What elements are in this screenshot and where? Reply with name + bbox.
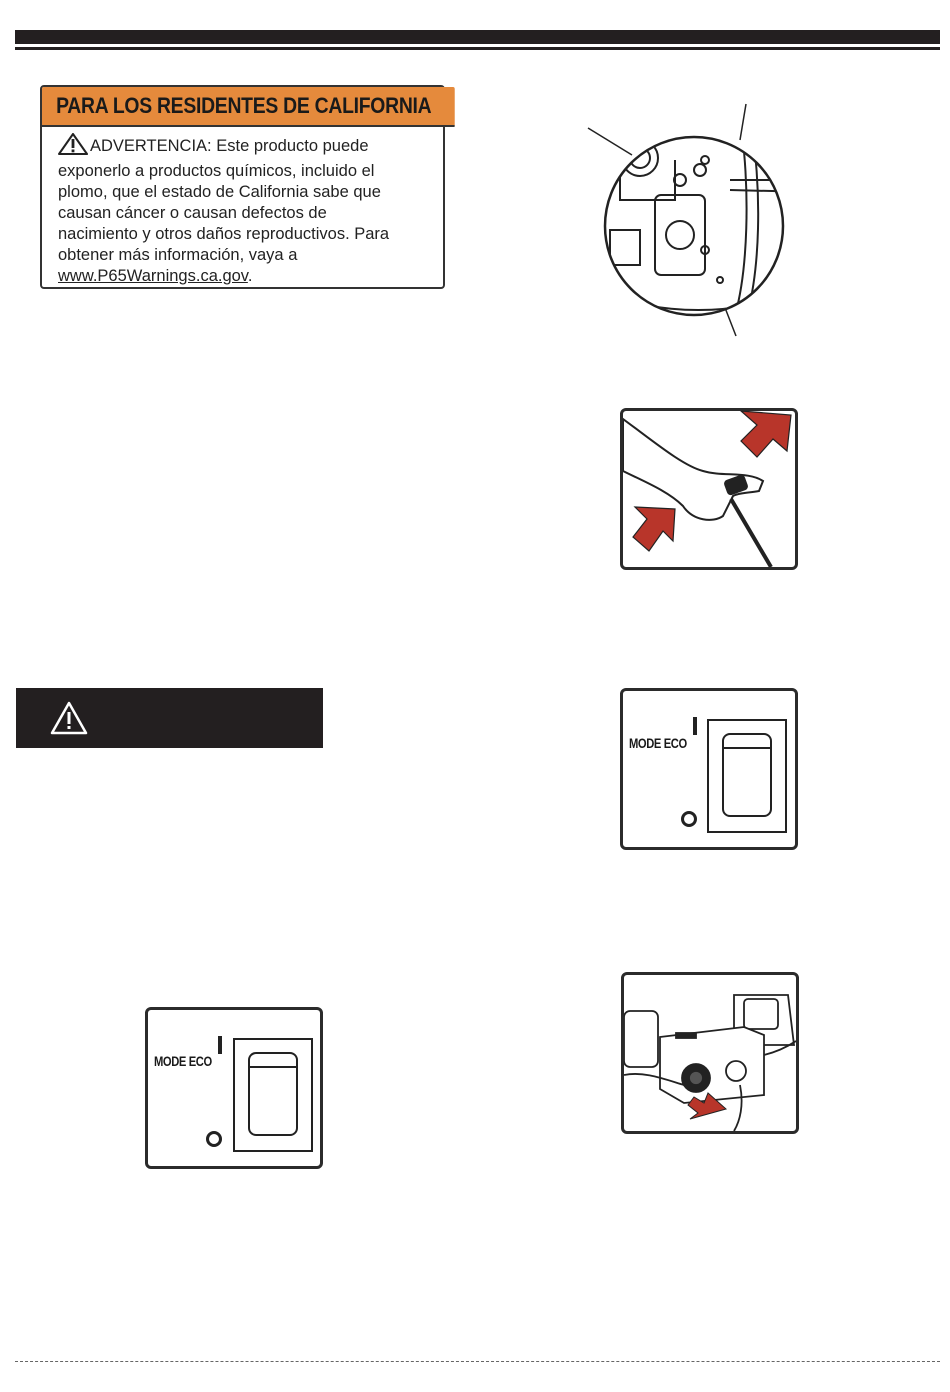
eco-mode-switch-figure: MODE ECO bbox=[620, 688, 798, 850]
page-header-bar bbox=[15, 30, 940, 44]
danger-heading-bar bbox=[16, 688, 323, 748]
california-notice: PARA LOS RESIDENTES DE CALIFORNIA ADVERT… bbox=[40, 85, 455, 289]
warning-triangle-icon bbox=[58, 133, 88, 161]
red-arrow-icon bbox=[632, 411, 792, 552]
red-arrow-icon bbox=[687, 1092, 728, 1120]
p65-warnings-link[interactable]: www.P65Warnings.ca.gov bbox=[58, 267, 248, 285]
california-notice-body: ADVERTENCIA: Este producto puede exponer… bbox=[42, 127, 443, 287]
warning-triangle-icon bbox=[50, 701, 88, 740]
parallel-connection-illustration bbox=[621, 972, 799, 1134]
starter-pull-illustration bbox=[620, 408, 798, 570]
page-footer-rule bbox=[15, 1361, 940, 1362]
eco-switch-label: MODE ECO bbox=[154, 1053, 212, 1069]
page-header-rule bbox=[15, 47, 940, 50]
warning-line: obtener más información, vaya a bbox=[58, 246, 298, 264]
warning-line: ADVERTENCIA: Este producto puede bbox=[58, 133, 431, 161]
eco-switch-label: MODE ECO bbox=[629, 735, 687, 751]
panel-closeup-illustration bbox=[580, 100, 810, 340]
warning-line: nacimiento y otros daños reproductivos. … bbox=[58, 225, 390, 243]
california-notice-header: PARA LOS RESIDENTES DE CALIFORNIA bbox=[42, 87, 455, 127]
warning-line: www.P65Warnings.ca.gov. bbox=[58, 267, 253, 285]
warning-line: plomo, que el estado de California sabe … bbox=[58, 183, 381, 201]
warning-line: exponerlo a productos químicos, incluido… bbox=[58, 162, 375, 180]
warning-line: causan cáncer o causan defectos de bbox=[58, 204, 327, 222]
eco-mode-switch-figure-2: MODE ECO bbox=[145, 1007, 323, 1169]
